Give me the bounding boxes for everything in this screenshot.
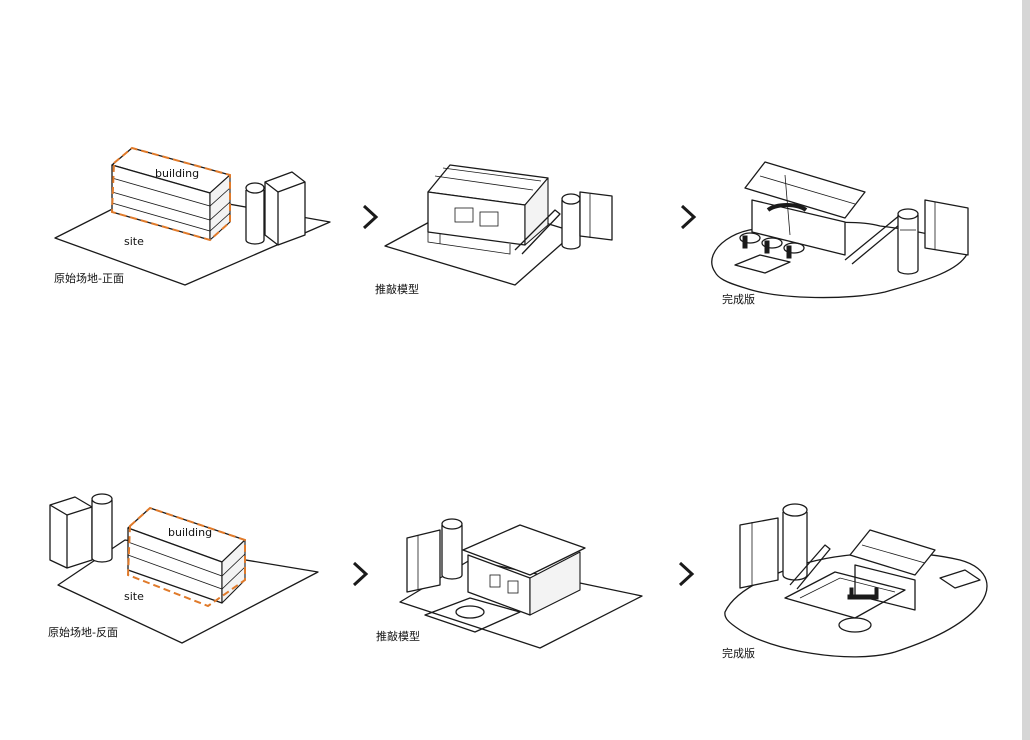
silo: [91, 500, 113, 563]
arrow-right-icon: [362, 204, 379, 230]
building-outline-dashed: [126, 506, 246, 608]
scrollbar-edge: [1022, 0, 1030, 740]
panel-caption: 推敲模型: [376, 629, 420, 643]
arrow-right-icon: [680, 204, 697, 230]
building-label: building: [155, 167, 199, 180]
planter-row: [739, 232, 805, 259]
building-volume: [111, 147, 231, 241]
building-label: building: [168, 526, 212, 539]
panel-final-front: 完成版: [711, 161, 969, 306]
building-outline-dashed: [110, 146, 231, 242]
panel-caption: 完成版: [722, 646, 755, 660]
panel-final-back: 完成版: [722, 503, 988, 660]
site-label: site: [124, 235, 144, 248]
panel-caption: 原始场地-反面: [48, 625, 118, 639]
tall-block: [49, 496, 93, 569]
panel-push-model-front: 推敲模型: [375, 164, 613, 296]
silo: [245, 190, 265, 245]
panel-original-back: building site 原始场地-反面: [48, 493, 319, 644]
panel-caption: 完成版: [722, 292, 755, 306]
panel-original-front: building site 原始场地-正面: [54, 146, 331, 286]
building-volume: [127, 507, 246, 604]
arrow-right-icon: [352, 561, 369, 587]
site-label: site: [124, 590, 144, 603]
tall-block: [264, 171, 306, 246]
panel-caption: 原始场地-正面: [54, 271, 124, 285]
panel-caption: 推敲模型: [375, 282, 419, 296]
arrow-right-icon: [678, 561, 695, 587]
panel-push-model-back: 推敲模型: [376, 518, 643, 649]
